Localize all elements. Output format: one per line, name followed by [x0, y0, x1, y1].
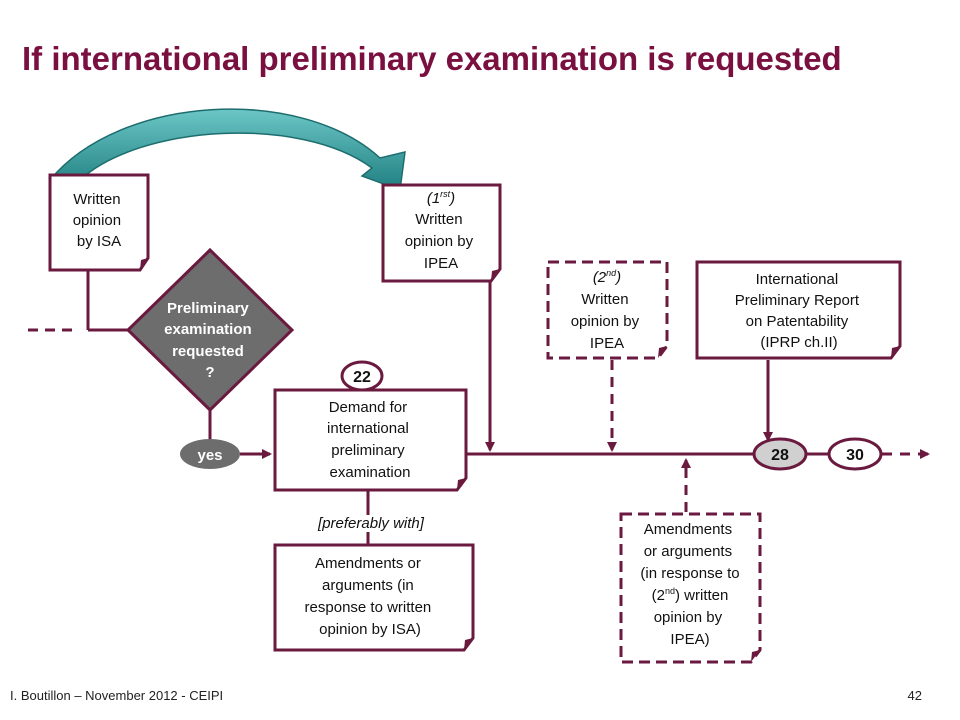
svg-text:International Preliminar: International Preliminary Report on Pate… [735, 271, 863, 351]
month-30-marker: 30 [827, 437, 883, 471]
svg-text:Demand for international: Demand for international preliminary exa… [327, 399, 413, 481]
box-amendments-ipea: Amendments or arguments (in response to … [619, 512, 762, 664]
svg-text:(2nd): (2nd) [593, 268, 621, 286]
connector-lines [28, 270, 930, 545]
svg-text:Written opinion by: Written opinion by ISA [73, 191, 126, 250]
box-second-wo-ipea: (2nd) Written opinion by IPEA [546, 260, 669, 360]
svg-text:Written opinion by: Written opinion by IPEA [405, 211, 478, 272]
svg-text:Amendments or arguments: Amendments or arguments (in response to … [305, 555, 436, 638]
page-title: If international preliminary examination… [22, 40, 842, 77]
footer-left: I. Boutillon – November 2012 - CEIPI [10, 688, 224, 703]
yes-oval: yes [180, 439, 240, 469]
box-amendments-isa: Amendments or arguments (in response to … [273, 543, 475, 652]
decision-diamond: Preliminary examination requested ? [125, 247, 295, 413]
svg-text:Amendments or arguments: Amendments or arguments (in response to [640, 521, 739, 582]
slide-number: 42 [907, 688, 922, 703]
box-first-wo-ipea: (1rst) Written opinion by IPEA [381, 183, 502, 283]
preferably-with-label: [preferably with] [317, 515, 425, 532]
svg-text:22: 22 [353, 369, 371, 386]
svg-text:Written opinion by: Written opinion by IPEA [571, 291, 644, 352]
svg-text:(2nd) written: (2nd) written [652, 586, 729, 604]
box-written-opinion-isa: Written opinion by ISA [48, 173, 150, 272]
svg-text:(1rst): (1rst) [427, 189, 455, 207]
box-iprp: International Preliminary Report on Pate… [695, 260, 902, 360]
svg-text:30: 30 [846, 447, 864, 464]
box-demand: Demand for international preliminary exa… [273, 388, 468, 492]
month-28-marker: 28 [752, 437, 808, 471]
svg-text:opinion by IPEA): opinion by IPEA) [654, 609, 727, 648]
svg-text:28: 28 [771, 447, 789, 464]
svg-text:Preliminary examination: Preliminary examination requested ? [164, 300, 256, 381]
svg-text:yes: yes [197, 447, 222, 464]
month-22-marker: 22 [340, 360, 384, 392]
